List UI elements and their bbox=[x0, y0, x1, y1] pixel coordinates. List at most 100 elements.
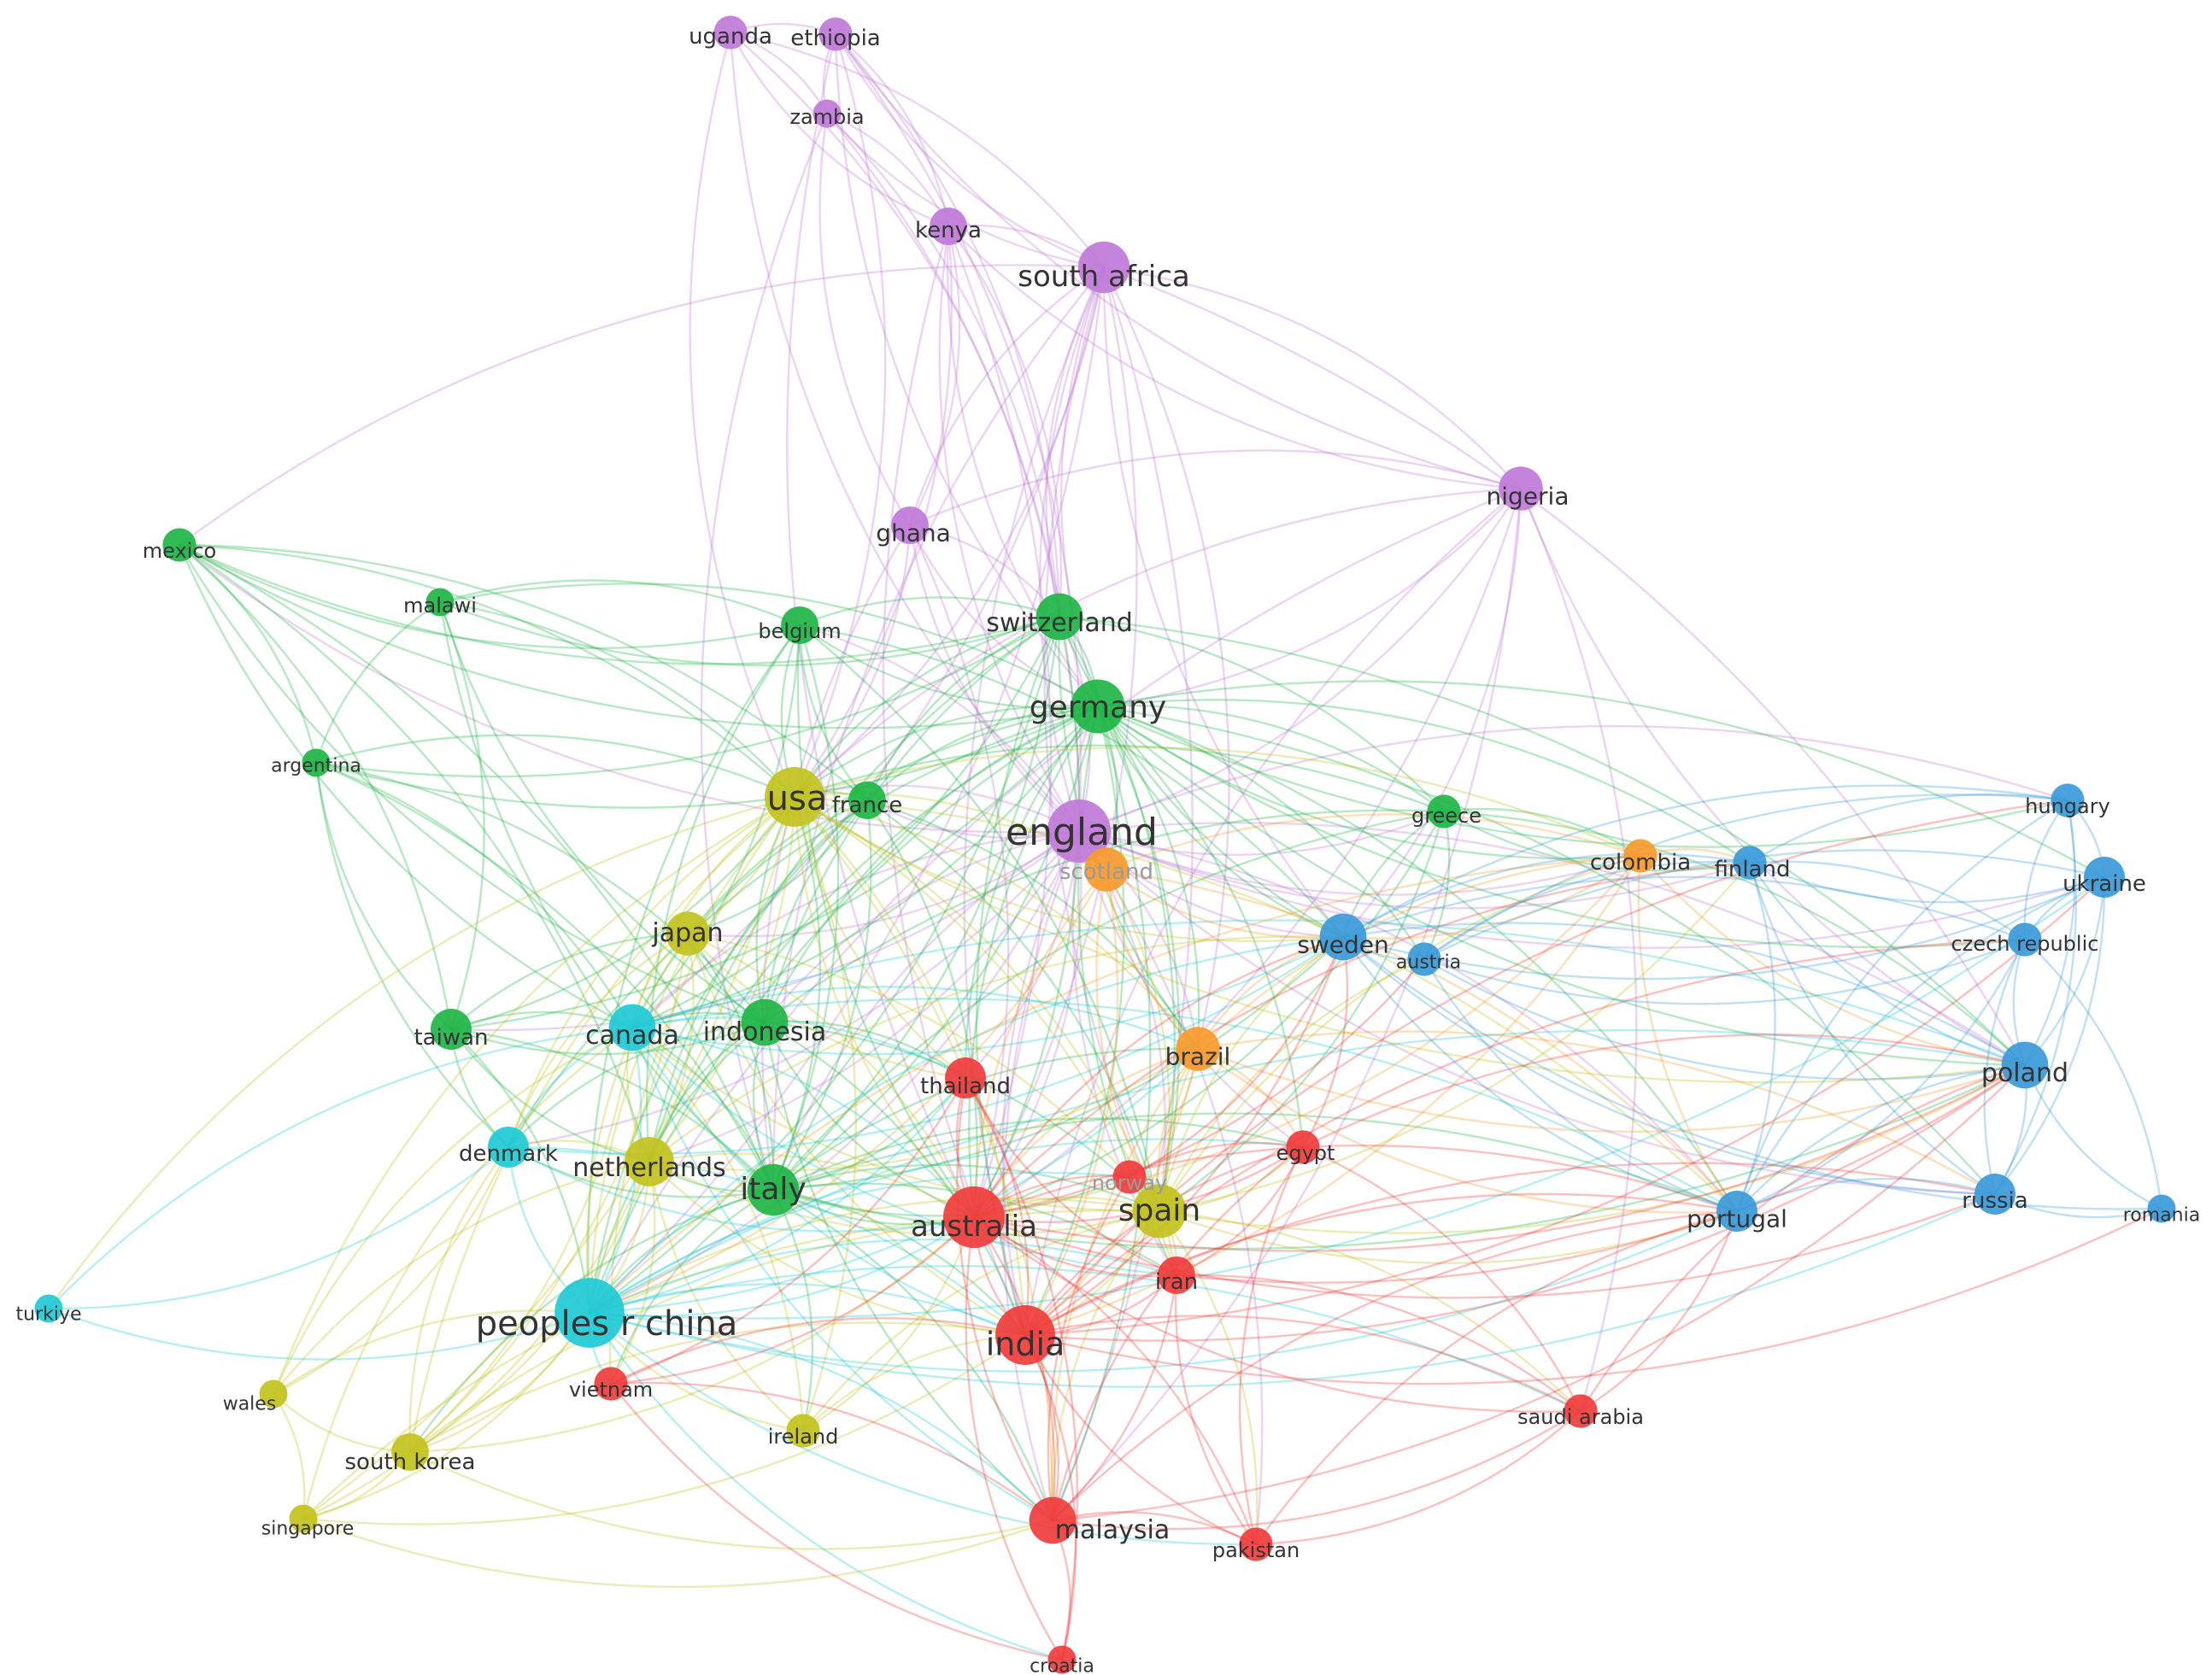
node-south-africa[interactable] bbox=[1077, 241, 1130, 294]
node-ireland[interactable] bbox=[786, 1414, 820, 1448]
node-singapore[interactable] bbox=[289, 1504, 318, 1533]
node-iran[interactable] bbox=[1158, 1256, 1195, 1294]
link-hungary-portugal bbox=[1735, 799, 2069, 1213]
node-taiwan[interactable] bbox=[431, 1009, 472, 1050]
node-greece[interactable] bbox=[1427, 794, 1461, 829]
link-finland-portugal bbox=[1735, 861, 1776, 1213]
link-canada-brazil bbox=[631, 986, 1200, 1051]
link-england-usa bbox=[793, 784, 1081, 833]
link-south-africa-usa bbox=[793, 266, 1106, 799]
link-vietnam-croatia bbox=[609, 1382, 1064, 1661]
node-australia[interactable] bbox=[942, 1186, 1006, 1249]
node-switzerland[interactable] bbox=[1036, 593, 1083, 641]
node-england[interactable] bbox=[1047, 799, 1112, 864]
node-spain[interactable] bbox=[1132, 1184, 1187, 1239]
node-russia[interactable] bbox=[1974, 1174, 2015, 1215]
link-nigeria-germany bbox=[1096, 487, 1523, 708]
link-australia-malaysia bbox=[972, 1215, 1056, 1522]
link-south-korea-spain bbox=[408, 1209, 1161, 1454]
link-italy-denmark bbox=[507, 1145, 775, 1198]
link-spain-canada bbox=[631, 1026, 1161, 1213]
link-south-africa-nigeria bbox=[1102, 266, 1523, 490]
node-sweden[interactable] bbox=[1319, 913, 1367, 961]
label-pakistan: pakistan bbox=[1212, 1538, 1300, 1562]
node-croatia[interactable] bbox=[1047, 1645, 1077, 1674]
link-norway-sweden bbox=[1128, 935, 1345, 1179]
node-japan[interactable] bbox=[666, 911, 710, 956]
node-indonesia[interactable] bbox=[741, 999, 789, 1046]
link-sweden-romania bbox=[1341, 935, 2163, 1210]
link-malawi-argentina bbox=[314, 600, 442, 764]
node-colombia[interactable] bbox=[1623, 839, 1658, 873]
link-usa-netherlands bbox=[648, 795, 796, 1163]
link-peoples-r-china-iran bbox=[588, 1239, 1178, 1315]
node-hungary[interactable] bbox=[2051, 783, 2085, 817]
node-malaysia[interactable] bbox=[1029, 1496, 1077, 1544]
node-italy[interactable] bbox=[747, 1163, 800, 1216]
node-austria[interactable] bbox=[1407, 942, 1441, 976]
node-zambia[interactable] bbox=[813, 99, 842, 128]
link-iran-pakistan bbox=[1174, 1274, 1258, 1546]
node-germany[interactable] bbox=[1071, 679, 1125, 734]
link-argentina-switzerland bbox=[314, 615, 1061, 778]
node-denmark[interactable] bbox=[488, 1127, 529, 1168]
link-england-colombia bbox=[1077, 829, 1642, 896]
node-finland[interactable] bbox=[1733, 846, 1767, 880]
node-usa[interactable] bbox=[765, 767, 824, 827]
node-portugal[interactable] bbox=[1716, 1191, 1757, 1232]
node-canada[interactable] bbox=[608, 1004, 656, 1051]
link-england-ukraine bbox=[1077, 829, 2106, 949]
node-france[interactable] bbox=[848, 782, 886, 819]
node-vietnam[interactable] bbox=[594, 1367, 628, 1401]
link-germany-india bbox=[1024, 705, 1125, 1337]
link-switzerland-france bbox=[865, 615, 1061, 802]
link-germany-france bbox=[865, 705, 1100, 802]
node-turkiye[interactable] bbox=[34, 1294, 63, 1323]
node-south-korea[interactable] bbox=[391, 1433, 429, 1471]
node-scotland[interactable] bbox=[1084, 847, 1129, 892]
link-finland-poland bbox=[1748, 861, 2027, 1067]
link-peoples-r-china-ukraine bbox=[588, 876, 2106, 1320]
node-nigeria[interactable] bbox=[1499, 466, 1543, 511]
node-mexico[interactable] bbox=[162, 528, 197, 562]
label-nigeria: nigeria bbox=[1487, 482, 1570, 510]
link-usa-thailand bbox=[793, 795, 967, 1080]
link-scotland-peoples-r-china bbox=[588, 868, 1108, 1315]
node-india[interactable] bbox=[995, 1305, 1055, 1365]
node-wales[interactable] bbox=[259, 1379, 288, 1409]
link-argentina-denmark bbox=[314, 761, 510, 1149]
link-greece-spain bbox=[1158, 810, 1446, 1213]
node-ghana[interactable] bbox=[891, 507, 929, 544]
node-pakistan[interactable] bbox=[1239, 1527, 1273, 1561]
node-egypt[interactable] bbox=[1286, 1130, 1320, 1164]
node-czech-republic[interactable] bbox=[2008, 922, 2042, 957]
link-south-korea-canada bbox=[408, 1026, 634, 1454]
node-peoples-r-china[interactable] bbox=[554, 1278, 625, 1348]
link-argentina-canada bbox=[314, 761, 634, 1029]
link-kenya-ghana bbox=[908, 225, 961, 527]
node-poland[interactable] bbox=[2001, 1041, 2049, 1089]
link-zambia-kenya bbox=[825, 112, 950, 228]
link-japan-spain bbox=[686, 932, 1161, 1213]
node-thailand[interactable] bbox=[945, 1057, 986, 1098]
node-norway[interactable] bbox=[1112, 1160, 1147, 1194]
link-peoples-r-china-croatia bbox=[588, 1311, 1064, 1661]
node-ethiopia[interactable] bbox=[818, 17, 853, 51]
label-usa: usa bbox=[767, 779, 828, 818]
label-thailand: thailand bbox=[920, 1074, 1011, 1099]
node-netherlands[interactable] bbox=[625, 1137, 674, 1186]
link-malawi-indonesia bbox=[438, 600, 766, 1024]
node-malawi[interactable] bbox=[425, 588, 455, 617]
link-brazil-poland bbox=[1196, 1047, 2027, 1133]
node-uganda[interactable] bbox=[713, 15, 748, 50]
link-ethiopia-usa bbox=[793, 32, 887, 799]
node-ukraine[interactable] bbox=[2084, 857, 2125, 898]
link-argentina-italy bbox=[314, 761, 775, 1192]
node-argentina[interactable] bbox=[302, 748, 331, 777]
node-brazil[interactable] bbox=[1176, 1027, 1220, 1071]
node-kenya[interactable] bbox=[930, 208, 967, 245]
node-belgium[interactable] bbox=[781, 606, 818, 644]
node-romania[interactable] bbox=[2147, 1194, 2176, 1223]
link-japan-thailand bbox=[686, 932, 967, 1080]
node-saudi-arabia[interactable] bbox=[1564, 1394, 1598, 1428]
